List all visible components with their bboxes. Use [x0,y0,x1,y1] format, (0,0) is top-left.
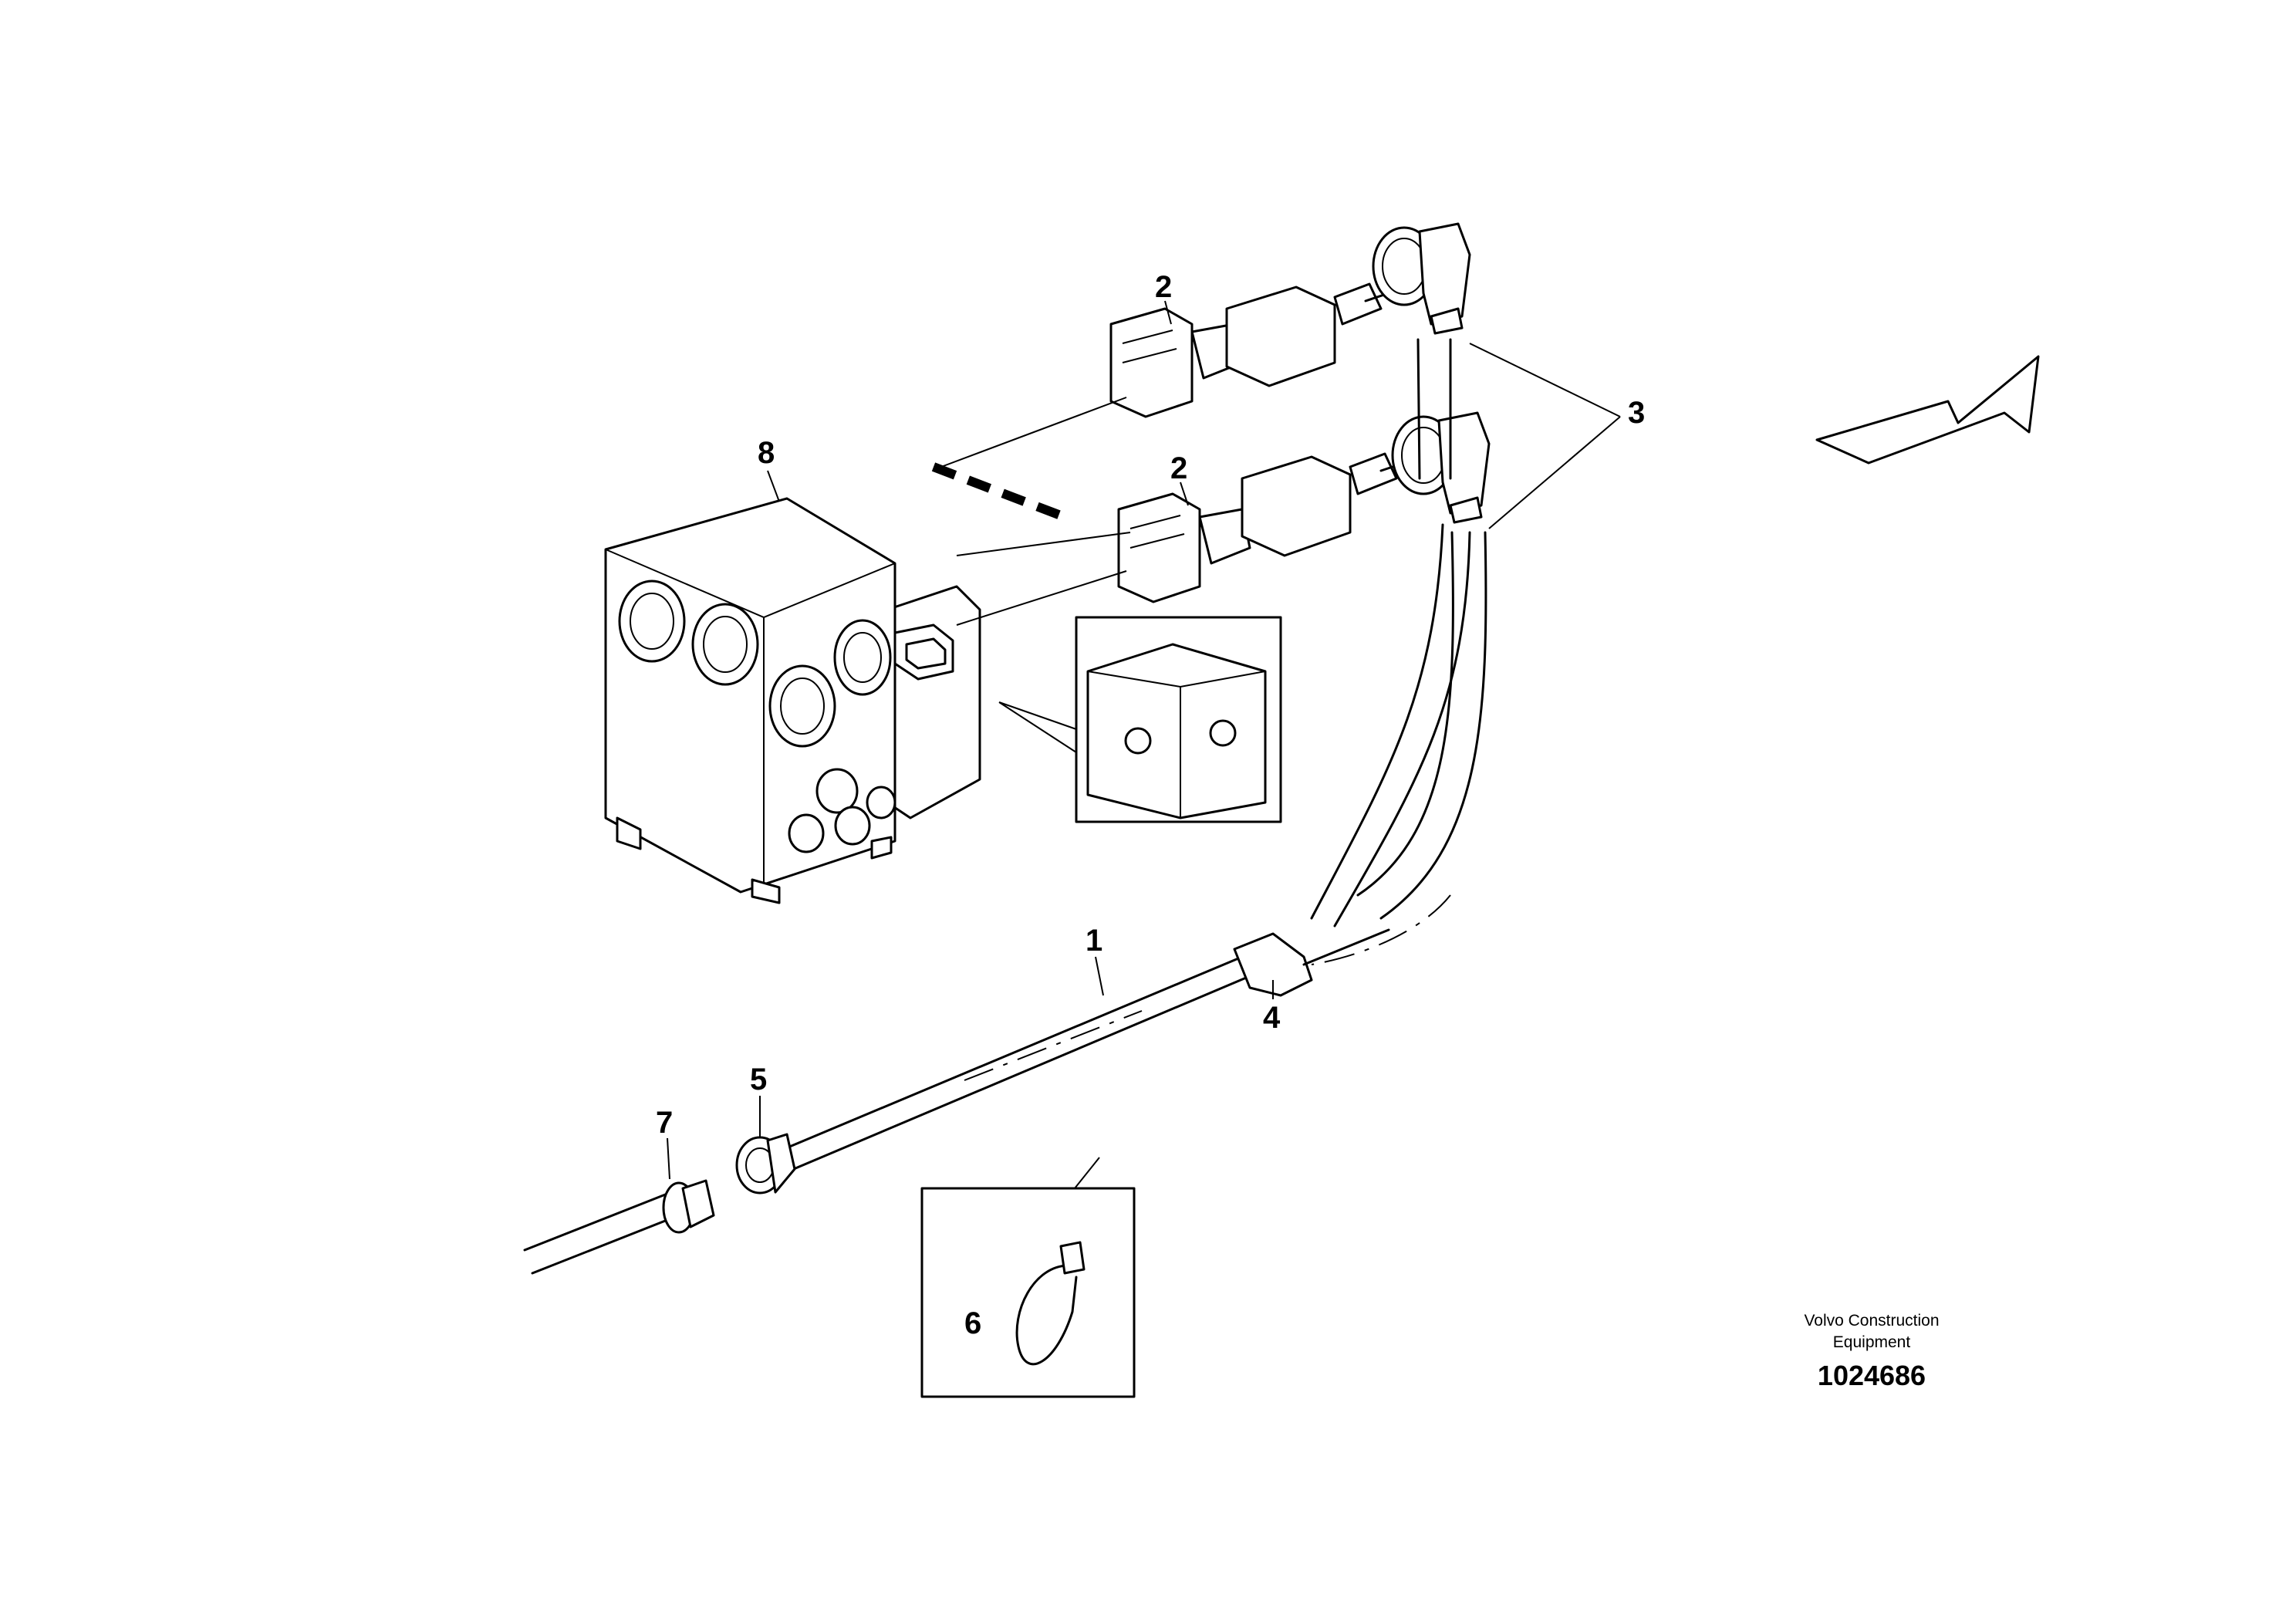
connector-upper [940,282,1390,468]
solenoid-detail-icon [998,616,1282,823]
callout-2-lower: 2 [1170,451,1187,485]
dashed-wire [931,462,1067,522]
conduit-hoses [1310,338,1487,965]
elbow-fitting-lower [1391,411,1491,524]
drawing-number: 1024686 [1817,1360,1926,1391]
cable-tie-detail [920,1157,1136,1398]
callout-1: 1 [1086,924,1102,958]
callout-7: 7 [656,1106,673,1140]
direction-arrow-icon [1815,355,2040,465]
cable-tie-icon [1015,1241,1086,1366]
main-harness [762,928,1390,1178]
elbow-fitting-upper [1372,222,1471,335]
callout-5: 5 [750,1063,767,1097]
cable-gland [523,1179,715,1275]
maker-name-line1: Volvo Construction [1804,1312,1940,1330]
maker-name-line2: Equipment [1832,1333,1911,1351]
callout-numbers: 1 2 2 3 4 5 6 7 8 [656,270,1645,1340]
leader-lines [667,300,1621,1180]
callout-6: 6 [964,1306,981,1340]
callout-3: 3 [1628,396,1645,430]
callout-8: 8 [758,436,775,470]
valve-block [604,497,981,904]
callout-2-upper: 2 [1155,270,1172,304]
callout-4: 4 [1263,1001,1281,1035]
round-connector [735,1133,796,1195]
connector-lower [956,452,1406,626]
